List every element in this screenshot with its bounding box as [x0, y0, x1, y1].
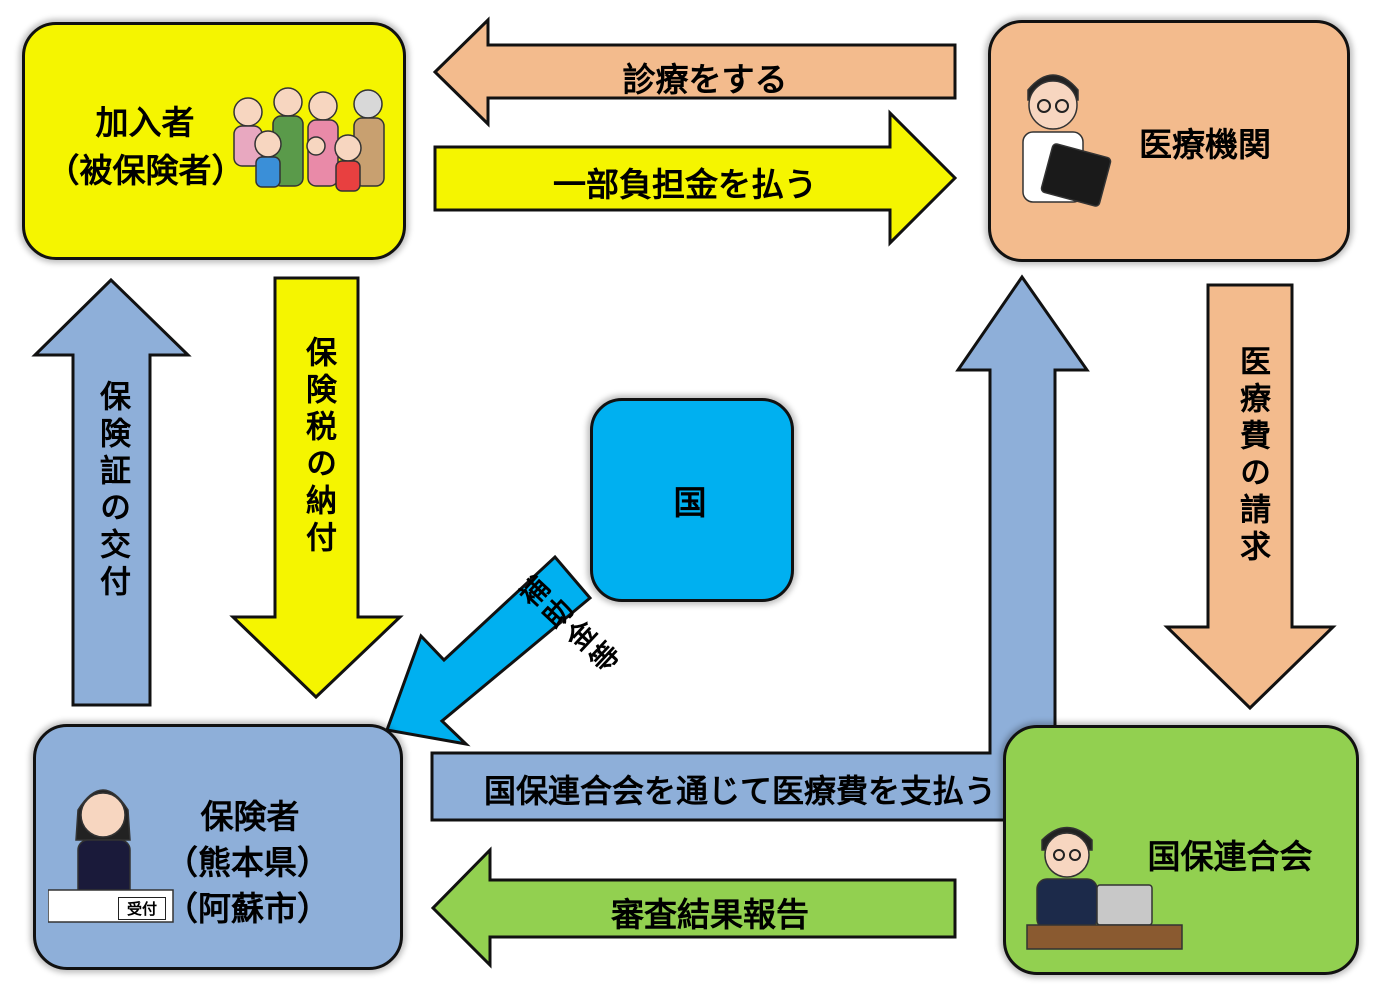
insurer-label-1: 保険者 [200, 797, 300, 836]
tax-arrow [229, 276, 404, 700]
tax-label: 保険税の納付 [300, 336, 336, 558]
member-label-2: （被保険者） [46, 151, 245, 190]
copay-arrow [433, 109, 958, 247]
reception-sign: 受付 [118, 897, 166, 920]
insurer-label-2: （熊本県） [165, 843, 330, 882]
review-arrow [430, 846, 957, 969]
review-label: 審査結果報告 [611, 895, 809, 934]
copay-label: 一部負担金を払う [553, 165, 817, 204]
subsidy-arrow [384, 554, 593, 747]
payment-label: 国保連合会を通じて医療費を支払う [483, 772, 996, 810]
claim-label: 医療費の請求 [1234, 345, 1270, 567]
member-label-1: 加入者 [95, 103, 195, 142]
insurer-label-3: （阿蘇市） [165, 889, 330, 928]
treatment-arrow [432, 16, 957, 128]
card-label: 保険証の交付 [94, 380, 130, 602]
card-arrow [31, 277, 192, 707]
claim-arrow [1163, 283, 1337, 711]
nation-box [590, 398, 794, 602]
family-illustration-icon [233, 87, 385, 192]
federation-label: 国保連合会 [1147, 837, 1313, 876]
medical-label: 医療機関 [1139, 125, 1271, 164]
treatment-label: 診療をする [622, 60, 788, 99]
clerk-at-laptop-icon [1026, 826, 1183, 950]
nation-label: 国 [673, 483, 707, 522]
doctor-with-tablet-icon [1022, 74, 1112, 207]
